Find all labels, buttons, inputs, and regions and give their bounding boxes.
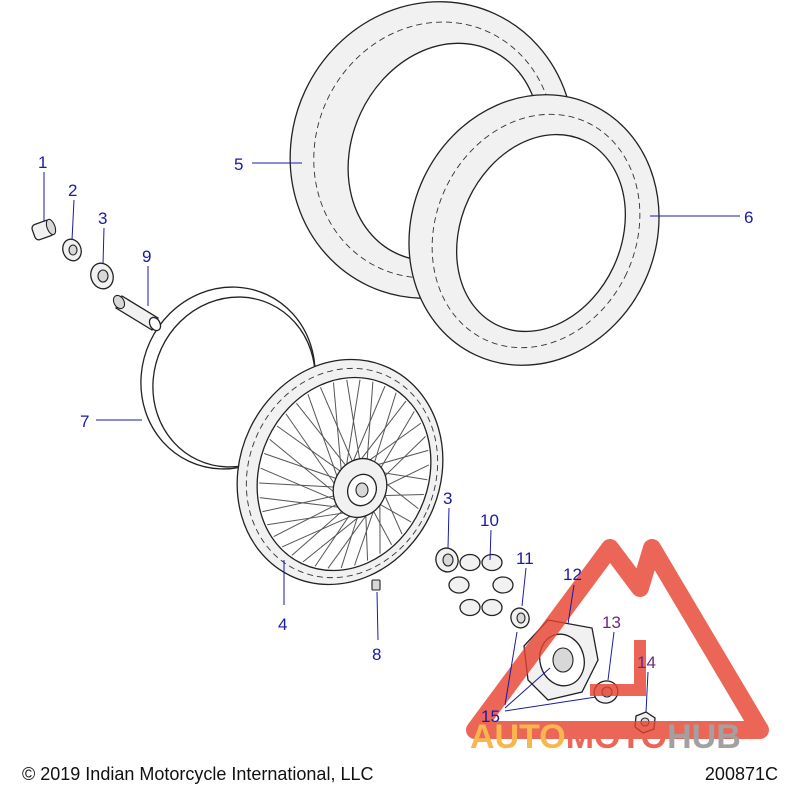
callout-15: 15 [481, 707, 500, 726]
leader-lines [43, 162, 740, 713]
wheel-spoke [291, 505, 349, 556]
wheel-spoke [370, 506, 393, 546]
watermark-word: AUTOMOTOHUB [470, 718, 741, 756]
callout-1: 1 [38, 153, 47, 172]
wheel-spoke [260, 467, 347, 506]
wheel-spoke [378, 435, 426, 482]
wheel-spoke [344, 379, 361, 473]
spacer-tube [112, 294, 162, 332]
rubber-block [459, 553, 481, 572]
callout-7: 7 [80, 412, 89, 431]
spoked-wheel [236, 358, 444, 586]
drawing-number: 200871C [704, 764, 778, 784]
wheel-spoke [366, 381, 374, 467]
tire-front [408, 94, 660, 366]
callout-2: 2 [68, 181, 77, 200]
wheel-spoke [376, 411, 415, 476]
wheel-spoke [375, 501, 412, 523]
wheel-spoke [371, 392, 397, 470]
wheel-spoke [355, 400, 407, 466]
rubber-block [481, 553, 503, 572]
rubber-block [481, 598, 503, 617]
wheel-spoke [340, 510, 360, 569]
wheel-spoke [349, 385, 386, 469]
wheel-spoke [332, 382, 343, 479]
copyright-notice: © 2019 Indian Motorcycle International, … [22, 764, 374, 784]
callout-9: 9 [142, 247, 151, 266]
callouts: 1 2 3 9 5 6 7 3 10 11 12 13 14 15 4 8 [38, 153, 753, 726]
callout-12: 12 [563, 565, 582, 584]
rubber-block [459, 598, 481, 617]
cush-drive-rubbers [448, 553, 514, 617]
wheel-spoke [362, 422, 422, 466]
bearing-left [90, 262, 114, 290]
callout-13: 13 [602, 613, 621, 632]
bushing [31, 218, 57, 241]
bearing-right [435, 547, 459, 573]
rubber-block [492, 576, 514, 594]
callout-8: 8 [372, 645, 381, 664]
wheel-spoke [379, 464, 430, 490]
wheel-spoke [285, 413, 341, 493]
valve-clip [371, 579, 381, 591]
rubber-block [448, 576, 470, 594]
hub-bushing [510, 607, 530, 629]
callout-14: 14 [637, 653, 656, 672]
wheel-spoke [269, 438, 343, 500]
callout-6: 6 [744, 208, 753, 227]
wheel-spoke [365, 510, 369, 561]
callout-5: 5 [234, 155, 243, 174]
wheel-spoke [259, 497, 352, 510]
callout-3-right: 3 [443, 489, 452, 508]
watermark-logo: AUTOMOTOHUB [466, 539, 769, 756]
callout-10: 10 [480, 511, 499, 530]
wheel-spoke [307, 394, 341, 486]
oil-seal [62, 238, 82, 262]
callout-11: 11 [516, 549, 534, 568]
wheel-spoke [267, 510, 358, 526]
callout-4: 4 [278, 615, 287, 634]
wheel-spoke [314, 509, 354, 567]
callout-3-left: 3 [98, 209, 107, 228]
wheel-spoke [378, 493, 424, 497]
